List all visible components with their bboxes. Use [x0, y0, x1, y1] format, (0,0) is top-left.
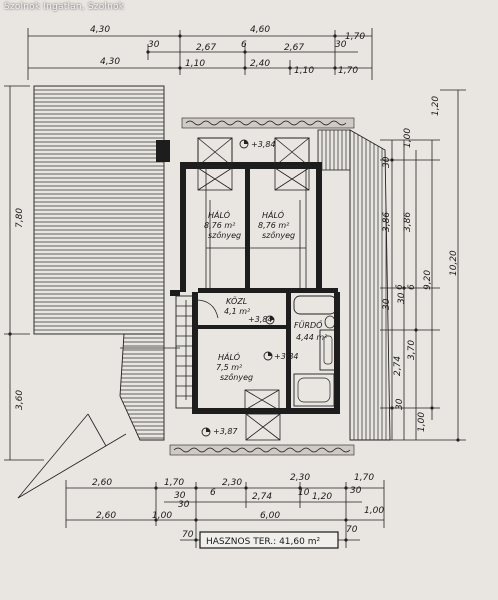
bottom-dim-16: 1,00	[364, 506, 384, 516]
corridor-area: 4,1 m²	[224, 307, 251, 316]
right-dim-1: 1,20	[431, 96, 441, 116]
left-dim-1: 7,80	[15, 208, 25, 228]
bottom-dimension-labels: 2,60 1,70 2,30 2,30 1,70 30 30 6 2,74 10…	[92, 473, 384, 540]
top-dim-12: 1,10	[294, 66, 314, 76]
walls	[156, 140, 340, 414]
room-labels: HÁLÓ 8,76 m² szőnyeg HÁLÓ 8,76 m² szőnye…	[204, 209, 328, 382]
right-dim-10: 3,70	[407, 340, 417, 360]
top-dim-2: 4,60	[250, 25, 270, 35]
right-dim-13: 2,74	[393, 356, 403, 376]
level-1: +3,84	[251, 140, 276, 149]
level-2: +3,84	[248, 315, 273, 324]
right-dim-2: 1,00	[403, 128, 413, 148]
top-dim-4: 30	[148, 40, 160, 50]
right-dim-5: 3,86	[403, 212, 413, 232]
left-dim-2: 3,60	[15, 390, 25, 410]
north-arrow-sketch	[17, 413, 127, 499]
left-roof-hatch	[33, 85, 165, 335]
level-3: +3,84	[274, 352, 299, 361]
top-dim-10: 1,10	[185, 59, 205, 69]
corridor-name: KÖZL	[226, 296, 247, 306]
room-right-area: 8,76 m²	[258, 221, 290, 230]
right-roof-hatch	[349, 129, 391, 441]
bath-area: 4,44 m²	[296, 333, 328, 342]
left-roof-lower-hatch	[119, 333, 165, 441]
bottom-dim-8: 6	[210, 488, 216, 498]
top-vegetation	[185, 120, 347, 126]
level-4: +3,87	[213, 427, 238, 436]
right-dim-11: 9,20	[423, 270, 433, 290]
right-dim-9: 30	[397, 292, 407, 304]
room-small-type: szőnyeg	[220, 373, 253, 382]
top-dim-6: 6	[241, 40, 247, 50]
right-dim-8: 6	[407, 284, 417, 290]
top-dim-3: 1,70	[345, 32, 365, 42]
bottom-dim-1: 2,60	[92, 478, 112, 488]
top-dim-11: 2,40	[250, 59, 270, 69]
top-dim-5: 2,67	[196, 43, 216, 53]
left-dimension-lines: 7,80 3,60	[4, 85, 44, 461]
top-dim-7: 2,67	[284, 43, 304, 53]
right-dimension-labels: 1,20 1,00 30 3,86 3,86 30 6 6 30 3,70 9,…	[382, 96, 459, 432]
top-dim-1: 4,30	[90, 25, 110, 35]
bottom-dim-11: 1,20	[312, 492, 332, 502]
room-left-area: 8,76 m²	[204, 221, 236, 230]
bottom-dim-6: 30	[174, 491, 186, 501]
room-right-type: szőnyeg	[262, 231, 295, 240]
bottom-dim-4: 2,30	[290, 473, 310, 483]
room-right-name: HÁLÓ	[262, 209, 284, 220]
usable-area-box: HASZNOS TER.: 41,60 m²	[199, 531, 339, 549]
right-dim-4: 3,86	[382, 212, 392, 232]
room-left-name: HÁLÓ	[208, 209, 230, 220]
watermark-text: Szolnok Ingatlan, Szolnok	[4, 2, 125, 12]
top-dimension-lines	[27, 28, 373, 80]
right-dim-6: 30	[382, 298, 392, 310]
right-dimension-lines	[380, 89, 466, 442]
bottom-dim-7: 30	[178, 500, 190, 510]
bath-name: FÜRDŐ	[294, 320, 323, 330]
bottom-vegetation	[173, 447, 351, 453]
room-left-type: szőnyeg	[208, 231, 241, 240]
right-dormer-hatch	[317, 129, 351, 171]
right-dim-14: 30	[395, 398, 405, 410]
top-dim-8: 30	[335, 40, 347, 50]
bottom-dim-12: 30	[350, 486, 362, 496]
top-dim-9: 4,30	[100, 57, 120, 67]
right-dim-7: 6	[395, 284, 405, 290]
room-small-name: HÁLÓ	[218, 351, 240, 362]
staircase	[175, 295, 219, 409]
bathroom-fixtures	[293, 295, 337, 407]
bottom-dim-2: 1,70	[164, 478, 184, 488]
bottom-dim-15: 6,00	[260, 511, 280, 521]
bottom-dim-3: 2,30	[222, 478, 242, 488]
bottom-dim-18: 70	[346, 525, 358, 535]
right-dim-15: 1,00	[417, 412, 427, 432]
top-dimension-labels: 4,30 4,60 1,70 30 2,67 6 2,67 30 4,30 1,…	[90, 25, 365, 76]
bottom-dim-9: 2,74	[252, 492, 272, 502]
bottom-dim-5: 1,70	[354, 473, 374, 483]
right-dim-3: 30	[382, 156, 392, 168]
bottom-dim-13: 2,60	[96, 511, 116, 521]
right-dim-12: 10,20	[449, 250, 459, 276]
roof-windows	[197, 137, 310, 441]
bottom-dim-17: 70	[182, 530, 194, 540]
bottom-dim-14: 1,00	[152, 511, 172, 521]
top-dim-13: 1,70	[338, 66, 358, 76]
top-eave-band	[181, 117, 355, 129]
bottom-dim-10: 10	[298, 488, 310, 498]
usable-area-text: HASZNOS TER.: 41,60 m²	[206, 537, 320, 547]
interior-lines	[205, 168, 307, 288]
room-small-area: 7,5 m²	[216, 363, 243, 372]
level-markers: +3,84 +3,84 +3,84 +3,87	[201, 139, 299, 437]
